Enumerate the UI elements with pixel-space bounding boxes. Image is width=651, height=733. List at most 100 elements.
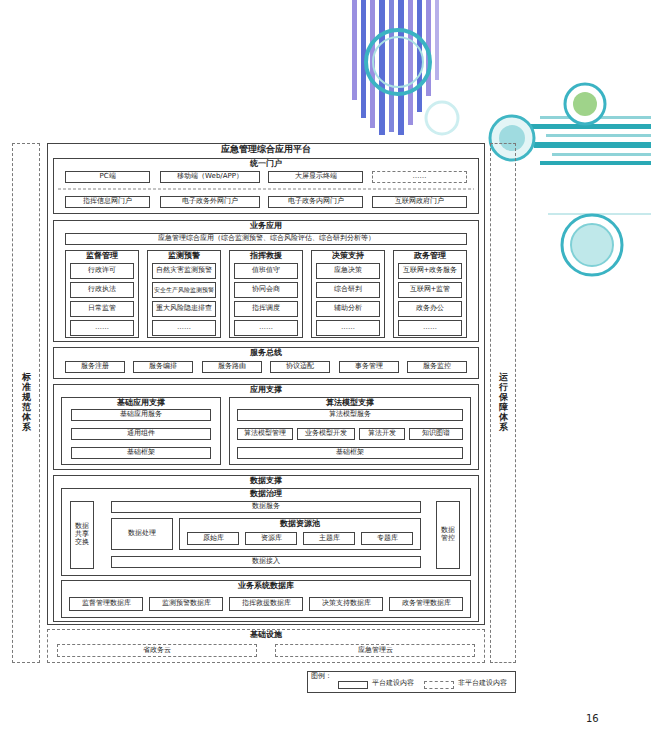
box-label: …… <box>259 324 273 332</box>
box-heading: 指挥救援 <box>230 251 302 261</box>
box-label: PC端 <box>99 173 115 181</box>
legend-label: 非平台建设内容 <box>458 680 507 688</box>
module-box: …… <box>316 320 380 336</box>
deco-circle <box>571 224 613 266</box>
module-box: 政务办公 <box>398 301 462 317</box>
box-label: 安全生产风险监测预警 <box>154 287 214 294</box>
deco-ring <box>373 37 423 87</box>
box-label: 决策支持数据库 <box>322 600 371 608</box>
layer-box: 应急管理综合应用平台统一门户PC端移动端（Web/APP）大屏显示终端……指挥信… <box>47 143 485 625</box>
module-box: 通用组件 <box>71 428 211 440</box>
layer-box: 政务管理互联网+政务服务互联网+监管政务办公…… <box>393 250 467 338</box>
box-label: 指挥信息网门户 <box>83 198 132 206</box>
module-box: 电子政务外网门户 <box>160 196 260 208</box>
module-box: 日常监管 <box>70 301 134 317</box>
box-heading: 决策支持 <box>312 251 384 261</box>
module-box: 协同会商 <box>234 282 298 298</box>
layer-box: 监测预警自然灾害监测预警安全生产风险监测预警重大风险隐患排查…… <box>147 250 221 338</box>
module-box: 电子政务内网门户 <box>268 196 363 208</box>
module-box: 安全生产风险监测预警 <box>152 282 216 298</box>
separator-line <box>58 189 474 190</box>
module-box: 自然灾害监测预警 <box>152 263 216 279</box>
box-label: 政务管理数据库 <box>402 600 451 608</box>
box-label: 数据共享交换 <box>72 523 92 546</box>
box-heading: 应用支撑 <box>54 385 478 395</box>
legend-label: 平台建设内容 <box>372 680 414 688</box>
box-label: 主题库 <box>319 535 340 543</box>
box-heading: 数据治理 <box>62 489 470 499</box>
box-heading: 业务系统数据库 <box>62 581 470 591</box>
module-box: 数据服务 <box>111 501 421 513</box>
stripe <box>389 0 394 132</box>
layer-box: 算法模型支撑算法模型服务算法模型管理业务模型开发算法开发知识图谱基础框架 <box>229 397 471 465</box>
stripe <box>352 0 357 100</box>
box-label: 辅助分析 <box>334 305 362 313</box>
box-label: 综合研判 <box>334 286 362 294</box>
module-box: 算法开发 <box>359 428 405 440</box>
box-label: 监测预警数据库 <box>162 600 211 608</box>
box-label: 服务监控 <box>423 363 451 371</box>
module-box: 服务注册 <box>65 361 125 373</box>
module-box: 数据共享交换 <box>70 501 94 569</box>
box-label: 资源库 <box>261 535 282 543</box>
box-label: …… <box>341 324 355 332</box>
box-label: 行政执法 <box>88 286 116 294</box>
module-box: …… <box>152 320 216 336</box>
box-label: 算法模型管理 <box>244 430 286 438</box>
deco-circle <box>573 92 597 116</box>
module-box: 基础框架 <box>71 447 211 459</box>
module-box: 应急决策 <box>316 263 380 279</box>
placeholder-box: 应急管理云 <box>275 644 475 657</box>
box-heading: 标准规范体系 <box>22 373 31 432</box>
layer-box: 统一门户PC端移动端（Web/APP）大屏显示终端……指挥信息网门户电子政务外网… <box>53 158 479 214</box>
box-label: 政务办公 <box>416 305 444 313</box>
box-label: 服务编排 <box>149 363 177 371</box>
deco-circle <box>565 84 605 124</box>
module-box: 互联网+政务服务 <box>398 263 462 279</box>
box-heading: 基础设施 <box>48 630 484 640</box>
box-label: 指挥调度 <box>252 305 280 313</box>
module-box: …… <box>234 320 298 336</box>
box-label: 通用组件 <box>127 430 155 438</box>
layer-box: 业务应用应急管理综合应用（综合监测预警、综合风险评估、综合研判分析等）监督管理行… <box>53 220 479 342</box>
legend-swatch <box>424 681 454 689</box>
box-label: …… <box>95 324 109 332</box>
box-heading: 数据资源池 <box>180 519 420 529</box>
box-label: 知识图谱 <box>422 430 450 438</box>
box-label: 基础框架 <box>336 449 364 457</box>
stripe <box>552 153 651 156</box>
deco-line <box>548 214 651 215</box>
box-heading: 政务管理 <box>394 251 466 261</box>
stripe <box>546 134 651 137</box>
module-box: 事务管理 <box>339 361 399 373</box>
box-label: …… <box>177 324 191 332</box>
box-label: 基础应用服务 <box>120 411 162 419</box>
stripe <box>408 0 413 125</box>
layer-box: 监督管理行政许可行政执法日常监管…… <box>65 250 139 338</box>
module-box: 知识图谱 <box>409 428 463 440</box>
box-label: 电子政务外网门户 <box>182 198 238 206</box>
module-box: 综合研判 <box>316 282 380 298</box>
box-label: 数据服务 <box>252 503 280 511</box>
module-box: 原始库 <box>187 532 239 545</box>
box-heading: 统一门户 <box>54 159 478 169</box>
legend-swatch <box>338 681 368 689</box>
box-label: 数据接入 <box>252 558 280 566</box>
box-heading: 算法模型支撑 <box>230 398 470 408</box>
box-heading: 业务应用 <box>54 221 478 231</box>
module-box: PC端 <box>65 171 150 183</box>
layer-box: 指挥救援值班值守协同会商指挥调度…… <box>229 250 303 338</box>
box-label: 算法模型服务 <box>329 411 371 419</box>
module-box: 资源库 <box>245 532 297 545</box>
module-box: 主题库 <box>303 532 355 545</box>
module-box: 基础应用服务 <box>71 409 211 421</box>
deco-circle <box>499 125 525 151</box>
module-box: 重大风险隐患排查 <box>152 301 216 317</box>
box-label: 大屏显示终端 <box>295 173 337 181</box>
box-heading: 基础应用支撑 <box>62 398 220 408</box>
box-label: 基础框架 <box>127 449 155 457</box>
module-box: 专题库 <box>361 532 413 545</box>
module-box: 服务编排 <box>133 361 193 373</box>
stripe <box>435 0 439 80</box>
module-box: 指挥救援数据库 <box>229 597 303 611</box>
